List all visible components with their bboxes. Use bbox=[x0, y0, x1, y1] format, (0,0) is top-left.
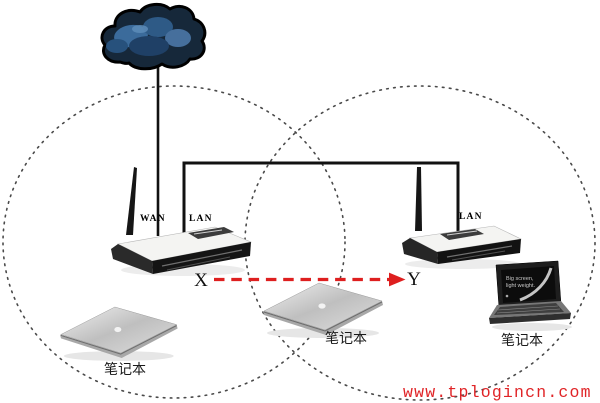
laptop-label: 笔记本 bbox=[325, 331, 367, 347]
wireless-router-right: LAN bbox=[402, 167, 523, 269]
screen-text-line2: light weight. bbox=[506, 283, 536, 289]
router-side-face bbox=[111, 244, 153, 274]
internet-cloud-icon bbox=[100, 3, 207, 71]
cloud-blob bbox=[143, 17, 173, 37]
watermark-url: www.tplogincn.com bbox=[403, 383, 592, 402]
router-port-row bbox=[166, 256, 231, 271]
laptop-label: 笔记本 bbox=[104, 362, 146, 378]
screen-text-line1: Big screen, bbox=[506, 276, 534, 282]
screen-swoosh bbox=[519, 267, 553, 302]
point-y-label: Y bbox=[407, 269, 421, 290]
router-port-row bbox=[451, 250, 506, 261]
point-x-label: X bbox=[194, 270, 208, 291]
cloud-blob bbox=[106, 39, 128, 53]
arrow-head bbox=[389, 272, 406, 287]
cloud-blob bbox=[165, 29, 191, 47]
laptop-label: 笔记本 bbox=[501, 333, 543, 349]
antenna-icon bbox=[126, 167, 137, 235]
wireless-router-left: WAN LAN bbox=[111, 167, 253, 276]
cloud-highlight bbox=[132, 25, 148, 33]
router-sticker bbox=[188, 227, 234, 239]
screen-logo-dot bbox=[505, 294, 509, 298]
cloud-blob bbox=[129, 36, 169, 56]
lan-label-right: LAN bbox=[459, 212, 483, 222]
laptop-icon bbox=[59, 306, 179, 362]
wan-label: WAN bbox=[140, 214, 166, 224]
lan-cable bbox=[182, 161, 460, 236]
laptop-left: 笔记本 bbox=[59, 306, 179, 378]
laptop-front-edge bbox=[489, 313, 571, 324]
router-side-face bbox=[402, 238, 438, 264]
wireless-range-circle-left bbox=[2, 85, 346, 399]
antenna-icon bbox=[415, 167, 422, 231]
laptop-right: Big screen, light weight. 笔记本 bbox=[489, 260, 572, 349]
router-port-row bbox=[446, 245, 513, 258]
keyboard-row bbox=[497, 305, 559, 311]
laptop-icon bbox=[262, 282, 384, 339]
keyboard-row bbox=[496, 308, 561, 314]
router-sticker-text-line bbox=[446, 230, 478, 236]
lan-label-left: LAN bbox=[189, 214, 213, 224]
laptop-screen bbox=[501, 266, 556, 303]
router-sticker-text-line bbox=[193, 229, 223, 235]
wireless-range-circle-right bbox=[244, 85, 596, 401]
router-port-row bbox=[161, 249, 243, 267]
roaming-direction-arrow: X Y bbox=[194, 269, 421, 291]
laptop-shadow bbox=[492, 323, 572, 331]
laptop-middle: 笔记本 bbox=[262, 282, 384, 347]
